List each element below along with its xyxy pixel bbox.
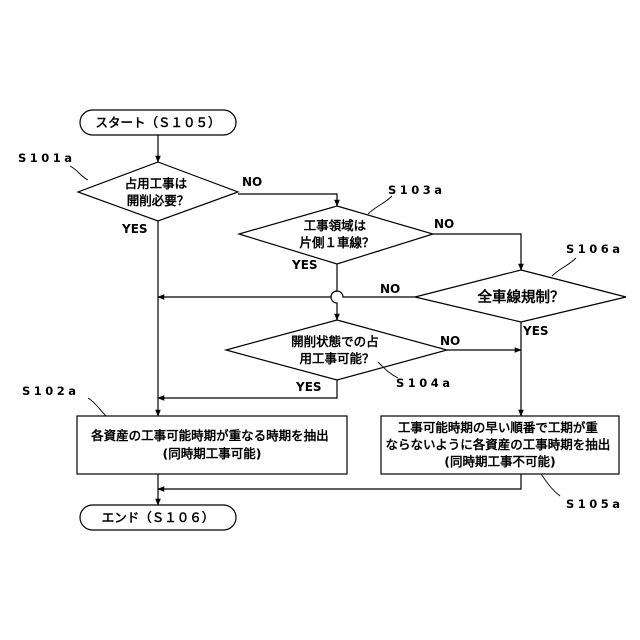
process-s105a-line-3: (同時期工事不可能) <box>444 454 555 469</box>
process-s102a-line-2: (同時期工事可能) <box>163 446 262 461</box>
start-node-label: スタート（Ｓ１０５） <box>95 115 220 130</box>
end-node: エンド（Ｓ１０６） <box>80 505 236 530</box>
decision-s103a-line-1: 工事領域は <box>304 218 367 233</box>
edge-s105a-to-end <box>158 474 521 489</box>
edge-s106a-no-to-main-line <box>158 291 415 297</box>
process-s105a-line-1: 工事可能時期の早い順番で工期が重 <box>398 420 599 435</box>
decision-s103a: 工事領域は 片側１車線？ <box>239 206 433 264</box>
decision-s104a-line-1: 開削状態での占 <box>291 334 379 349</box>
end-node-label: エンド（Ｓ１０６） <box>102 510 215 525</box>
leader-s105a <box>541 474 560 496</box>
process-s102a-line-1: 各資産の工事可能時期が重なる時期を抽出 <box>90 428 329 443</box>
ref-s104a: S104a <box>396 376 454 390</box>
label-s103a-yes: YES <box>291 258 318 272</box>
process-s105a-line-2: ならないように各資産の工事時期を抽出 <box>385 437 610 452</box>
ref-s106a: S106a <box>566 242 624 256</box>
label-s106a-yes: YES <box>522 324 549 338</box>
process-s105a: 工事可能時期の早い順番で工期が重 ならないように各資産の工事時期を抽出 (同時期… <box>381 416 619 474</box>
label-s104a-yes: YES <box>295 380 322 394</box>
leader-s102a <box>88 398 106 416</box>
label-s106a-no: NO <box>380 282 400 296</box>
decision-s104a: 開削状態での占 用工事可能？ <box>226 320 447 380</box>
ref-s102a: S102a <box>22 384 80 398</box>
decision-s106a: 全車線規制？ <box>415 270 626 322</box>
decision-s106a-label: 全車線規制？ <box>477 288 565 306</box>
leader-s101a <box>70 166 88 180</box>
ref-s103a: S103a <box>388 183 446 197</box>
decision-s101a-line-1: 占用工事は <box>125 176 188 191</box>
label-s103a-no: NO <box>434 217 454 231</box>
label-s104a-no: NO <box>440 334 460 348</box>
process-s102a: 各資産の工事可能時期が重なる時期を抽出 (同時期工事可能) <box>77 416 347 474</box>
leader-s103a <box>368 196 392 214</box>
decision-s101a: 占用工事は 開削必要？ <box>78 162 238 221</box>
decision-s104a-line-2: 用工事可能？ <box>298 351 374 366</box>
ref-s101a: S101a <box>18 151 76 165</box>
decision-s101a-line-2: 開削必要？ <box>127 193 190 208</box>
label-s101a-no: NO <box>242 175 262 189</box>
start-node: スタート（Ｓ１０５） <box>80 110 236 135</box>
edge-s103a-no-to-s106a <box>433 234 521 270</box>
edge-s101a-no-to-s103a <box>238 194 337 206</box>
label-s101a-yes: YES <box>121 222 148 236</box>
ref-s105a: S105a <box>566 497 624 511</box>
decision-s103a-line-2: 片側１車線？ <box>299 235 374 250</box>
leader-s106a <box>552 258 576 276</box>
